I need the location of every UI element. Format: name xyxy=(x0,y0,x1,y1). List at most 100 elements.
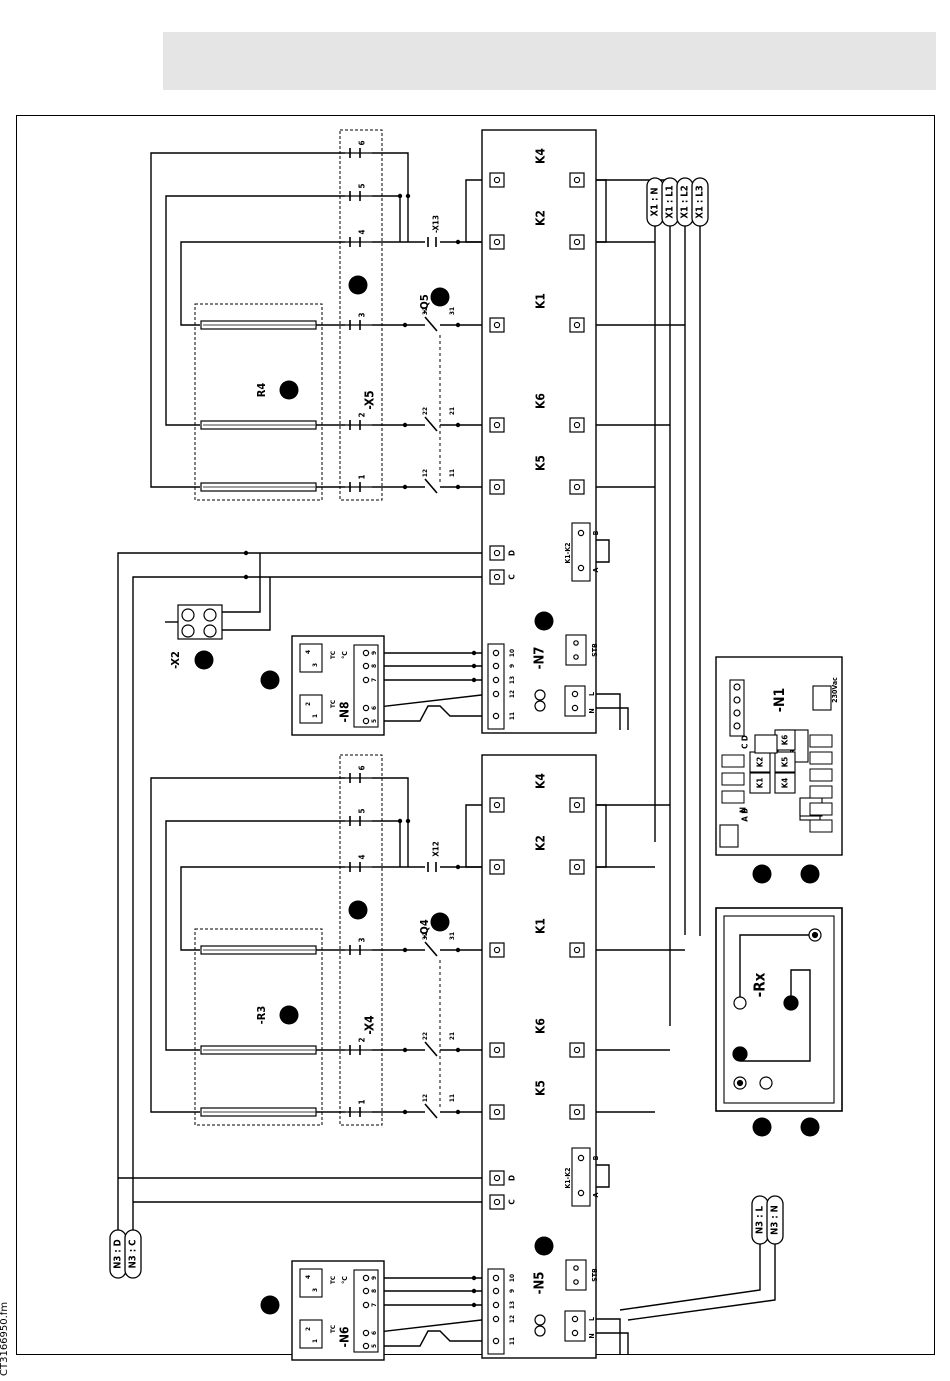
rx-badge-13: 13 xyxy=(752,1117,772,1137)
th-pin: 6 xyxy=(370,1331,378,1335)
junction-dot xyxy=(402,322,408,328)
badge-number: 11 xyxy=(351,903,365,918)
stb-switch xyxy=(565,634,587,666)
terminal-screw xyxy=(573,1108,581,1116)
contactor-label: K5 xyxy=(534,455,548,471)
n1-fuse xyxy=(812,685,832,711)
terminal-number: 6 xyxy=(358,765,367,770)
heater-badge: 13 xyxy=(279,1005,299,1025)
supply-connector: X1 : L3 xyxy=(691,177,709,227)
terminal-screw xyxy=(573,176,581,184)
pin-label: B xyxy=(592,1155,600,1160)
pin-label: A xyxy=(592,1192,600,1197)
badge-number: 3 xyxy=(433,294,447,302)
plug-contact xyxy=(427,237,437,247)
pin: 12 xyxy=(421,469,429,477)
tc-socket-a xyxy=(299,643,323,673)
terminal-number: 3 xyxy=(358,937,367,942)
rx-dot xyxy=(732,1046,748,1062)
terminal-screw xyxy=(493,573,501,581)
badge-disc xyxy=(348,900,368,920)
terminal-block-badge: 11 xyxy=(348,900,368,920)
stb-switch xyxy=(565,1259,587,1291)
thermostat-terminals xyxy=(353,1269,379,1353)
n1-slot xyxy=(809,819,833,833)
pill-label: N3 : N xyxy=(770,1205,781,1235)
stb-label: STB xyxy=(591,1268,599,1282)
in-num: 9 xyxy=(508,664,516,668)
x2-badge: 8 xyxy=(194,650,214,670)
badge-disc xyxy=(430,912,450,932)
pin: 21 xyxy=(448,407,456,415)
terminal-number: 2 xyxy=(358,1037,367,1042)
tc-label: TC xyxy=(329,1276,337,1284)
s: 1 xyxy=(311,714,319,718)
thermostat-badge: 9 xyxy=(260,1295,280,1315)
transformer-coil xyxy=(534,1314,546,1326)
s: 3 xyxy=(311,663,319,667)
in-num: 12 xyxy=(508,1315,516,1323)
stb-label: STB xyxy=(591,643,599,657)
relay-label: K1 xyxy=(756,778,765,789)
junction-dot xyxy=(455,947,461,953)
transformer-coil xyxy=(534,1325,546,1337)
terminal-screw xyxy=(493,421,501,429)
terminal-clamp xyxy=(349,148,361,158)
badge-number: 12 xyxy=(351,278,365,293)
terminal-clamp xyxy=(349,237,361,247)
transformer-coil xyxy=(534,700,546,712)
terminal-block-label: -X4 xyxy=(363,1015,377,1035)
th-pin: 7 xyxy=(370,1303,378,1307)
terminal-screw xyxy=(493,549,501,557)
n1-slot xyxy=(721,754,745,768)
badge-disc xyxy=(430,287,450,307)
heater-enclosure xyxy=(194,303,323,501)
junction-dot xyxy=(471,677,477,683)
header-band xyxy=(163,32,936,90)
relay-label: K6 xyxy=(781,735,790,746)
contactor-label: K1 xyxy=(534,293,548,309)
voltage-label: 230Vac xyxy=(831,677,839,703)
rx-badge-14: 14 xyxy=(800,1117,820,1137)
input-strip xyxy=(487,643,505,730)
contactor-label: K2 xyxy=(534,210,548,226)
terminal-number: 1 xyxy=(358,1099,367,1104)
contactor-label: K4 xyxy=(534,773,548,789)
k1k2-label: K1-K2 xyxy=(564,1167,572,1188)
safety-badge: 3 xyxy=(430,287,450,307)
junction-dot xyxy=(405,818,411,824)
n1-n-term xyxy=(719,824,739,848)
contactor-label: K1 xyxy=(534,918,548,934)
in-num: 13 xyxy=(508,676,516,684)
input-strip xyxy=(487,1268,505,1355)
terminal-clamp xyxy=(349,773,361,783)
pin-label: A xyxy=(592,567,600,572)
tc-label: TC xyxy=(329,700,337,708)
terminal-number: 4 xyxy=(358,229,367,234)
terminal-clamp xyxy=(349,862,361,872)
tc-socket-b xyxy=(299,694,323,724)
contactor-label: K6 xyxy=(534,1018,548,1034)
supply-connector: X1 : L1 xyxy=(661,177,679,227)
unit: °C xyxy=(341,1276,349,1284)
term: D xyxy=(508,1175,517,1181)
s: 1 xyxy=(311,1339,319,1343)
badge-disc xyxy=(534,1236,554,1256)
n1-slot xyxy=(721,790,745,804)
board-badge: 7 xyxy=(534,611,554,631)
contactor-label: K6 xyxy=(534,393,548,409)
in-num: 11 xyxy=(508,1337,516,1345)
board-n1: -N1TRASF.230VacK1K2K4K5K6K3C DA BN xyxy=(715,656,843,856)
junction-dot xyxy=(471,650,477,656)
badge-disc xyxy=(534,611,554,631)
terminal-screw xyxy=(493,321,501,329)
l-label: L xyxy=(588,1317,596,1321)
in-num: 10 xyxy=(508,1274,516,1282)
junction-dot xyxy=(402,947,408,953)
cd-label: C D xyxy=(741,735,750,749)
junction-dot xyxy=(402,1047,408,1053)
badge-disc xyxy=(348,275,368,295)
terminal-screw xyxy=(573,863,581,871)
badge-disc xyxy=(800,1117,820,1137)
